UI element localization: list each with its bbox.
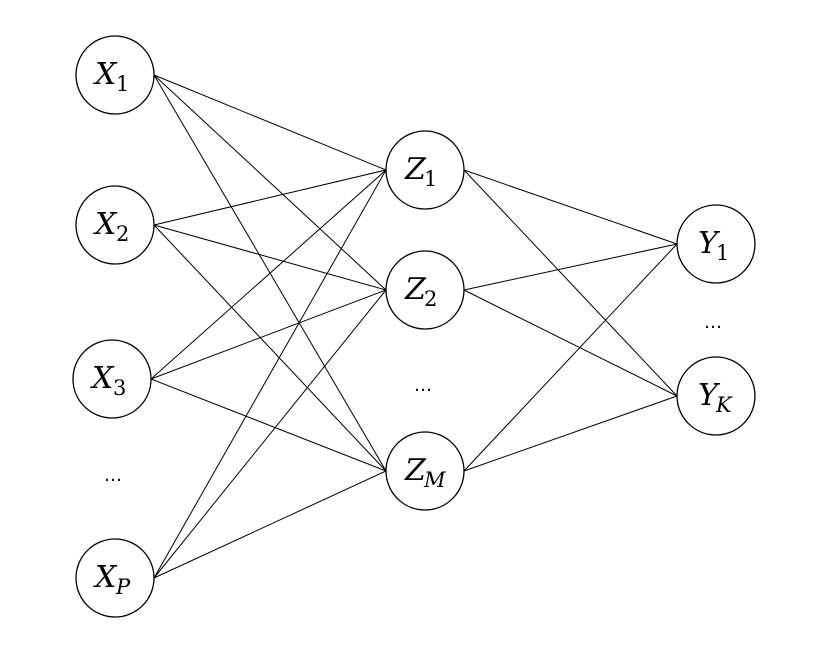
input-node-x3: X 3 xyxy=(72,339,152,419)
input-node-circle xyxy=(75,35,155,115)
connection-z1-y1 xyxy=(463,169,678,245)
output-node-subscript: K xyxy=(715,393,733,417)
input-node-letter: X xyxy=(90,361,115,396)
input-node-xp: X P xyxy=(75,538,155,618)
hidden-ellipsis: … xyxy=(414,375,432,396)
output-ellipsis: … xyxy=(704,312,722,333)
hidden-node-z2: Z 2 xyxy=(385,250,465,330)
hidden-node-z1: Z 1 xyxy=(385,130,465,210)
hidden-node-subscript: 1 xyxy=(424,167,437,191)
output-node-yk: Y K xyxy=(676,356,756,436)
hidden-node-subscript: 2 xyxy=(424,287,437,311)
input-node-subscript: P xyxy=(115,575,131,599)
connection-lines xyxy=(150,74,678,579)
output-node-circle xyxy=(676,204,756,284)
input-node-letter: X xyxy=(93,560,118,595)
connection-xp-z2 xyxy=(153,289,387,579)
input-node-circle xyxy=(72,339,152,419)
connection-xp-zm xyxy=(153,470,387,579)
output-node-subscript: 1 xyxy=(716,241,729,265)
connection-z1-yk xyxy=(463,169,678,397)
input-node-subscript: 2 xyxy=(116,222,129,246)
connection-x2-zm xyxy=(153,224,387,472)
output-node-circle xyxy=(676,356,756,436)
output-node-letter: Y xyxy=(698,226,721,261)
hidden-node-letter: Z xyxy=(404,152,427,187)
connection-x3-zm xyxy=(150,378,387,472)
connection-x2-z1 xyxy=(153,169,387,226)
hidden-node-circle xyxy=(385,130,465,210)
connection-zm-yk xyxy=(463,395,678,472)
input-node-x1: X 1 xyxy=(75,35,155,115)
connection-x3-z2 xyxy=(150,289,387,380)
input-node-circle xyxy=(75,185,155,265)
connection-x3-z1 xyxy=(150,169,387,380)
connection-x1-z2 xyxy=(153,74,387,291)
hidden-node-letter: Z xyxy=(404,453,427,488)
output-node-letter: Y xyxy=(698,378,721,413)
input-node-x2: X 2 xyxy=(75,185,155,265)
connection-z2-yk xyxy=(463,289,678,397)
hidden-node-circle xyxy=(385,250,465,330)
connection-z2-y1 xyxy=(463,243,678,291)
input-node-letter: X xyxy=(93,207,118,242)
hidden-node-zm: Z M xyxy=(385,431,465,511)
input-node-letter: X xyxy=(93,57,118,92)
input-node-subscript: 3 xyxy=(113,376,126,400)
hidden-node-circle xyxy=(385,431,465,511)
connection-zm-y1 xyxy=(463,243,678,472)
hidden-node-letter: Z xyxy=(404,272,427,307)
connection-x1-z1 xyxy=(153,74,387,171)
connection-x2-z2 xyxy=(153,224,387,291)
input-node-subscript: 1 xyxy=(116,72,129,96)
hidden-node-subscript: M xyxy=(423,468,446,492)
input-ellipsis: … xyxy=(104,465,122,486)
input-node-circle xyxy=(75,538,155,618)
connection-xp-z1 xyxy=(153,169,387,579)
output-node-y1: Y 1 xyxy=(676,204,756,284)
